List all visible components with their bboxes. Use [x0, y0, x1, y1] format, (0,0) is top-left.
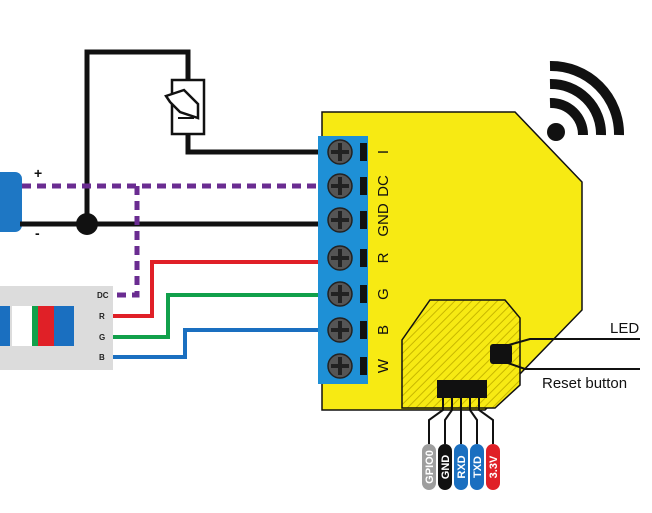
power-minus-label: -	[35, 225, 40, 241]
pin-gpio0: GPIO0	[422, 444, 436, 490]
screw-icon	[327, 353, 353, 379]
terminal-label: I	[375, 150, 392, 154]
reset-button-label: Reset button	[542, 375, 627, 392]
strip-label-b: B	[99, 353, 105, 362]
strip-label-g: G	[99, 333, 105, 342]
terminal-clamp	[360, 357, 367, 375]
screw-icon	[327, 139, 353, 165]
wire-blue	[112, 328, 320, 359]
pin-label: TXD	[472, 456, 484, 478]
screw-icon	[327, 207, 353, 233]
terminal-label: DC	[375, 175, 392, 197]
programming-pins: GPIO0 GND RXD TXD 3.3V	[422, 444, 500, 490]
wire-switch-loop	[84, 49, 191, 224]
wire-switch-to-I	[185, 132, 320, 155]
wifi-icon	[547, 60, 625, 141]
led-strip: DC R G B	[0, 286, 113, 370]
pin-rxd: RXD	[454, 444, 468, 490]
terminal-clamp	[360, 143, 367, 161]
programming-header	[437, 380, 487, 398]
screw-icon	[327, 245, 353, 271]
pin-wire	[469, 398, 478, 444]
pin-wires	[428, 398, 494, 444]
pin-wire	[478, 398, 494, 444]
screw-icon	[327, 317, 353, 343]
pin-label: GPIO0	[424, 450, 436, 484]
terminal-label: W	[375, 358, 392, 373]
led-callout-line	[504, 338, 640, 347]
power-plus-label: +	[34, 165, 42, 181]
pin-label: RXD	[456, 455, 468, 478]
reset-callout-line	[504, 361, 640, 370]
wire-dc-to-strip	[112, 186, 140, 298]
pin-wire	[428, 398, 444, 444]
screw-icon	[327, 173, 353, 199]
terminal-label: B	[375, 325, 392, 335]
pin-33v: 3.3V	[486, 444, 500, 490]
pin-txd: TXD	[470, 444, 484, 490]
led-label: LED	[610, 320, 639, 337]
terminal-clamp	[360, 211, 367, 229]
pin-wire	[444, 398, 453, 444]
strip-label-dc: DC	[97, 291, 109, 300]
terminal-clamp	[360, 177, 367, 195]
terminal-clamp	[360, 249, 367, 267]
strip-label-r: R	[99, 312, 105, 321]
wire-green	[112, 293, 320, 339]
junction-dot	[76, 213, 98, 235]
power-supply	[0, 172, 22, 232]
terminal-label: G	[375, 288, 392, 300]
terminal-screws: I DC GND R G B W	[327, 139, 392, 379]
board-hatched-area	[401, 299, 521, 409]
rocker-switch-icon	[164, 78, 206, 136]
pin-gnd: GND	[438, 444, 452, 490]
terminal-clamp	[360, 321, 367, 339]
screw-icon	[327, 281, 353, 307]
led-component	[490, 344, 512, 364]
wire-red	[112, 260, 320, 318]
pin-label: GND	[440, 455, 452, 480]
terminal-label: R	[375, 252, 392, 263]
terminal-clamp	[360, 285, 367, 303]
terminal-label: GND	[375, 203, 392, 237]
pin-label: 3.3V	[488, 455, 500, 478]
